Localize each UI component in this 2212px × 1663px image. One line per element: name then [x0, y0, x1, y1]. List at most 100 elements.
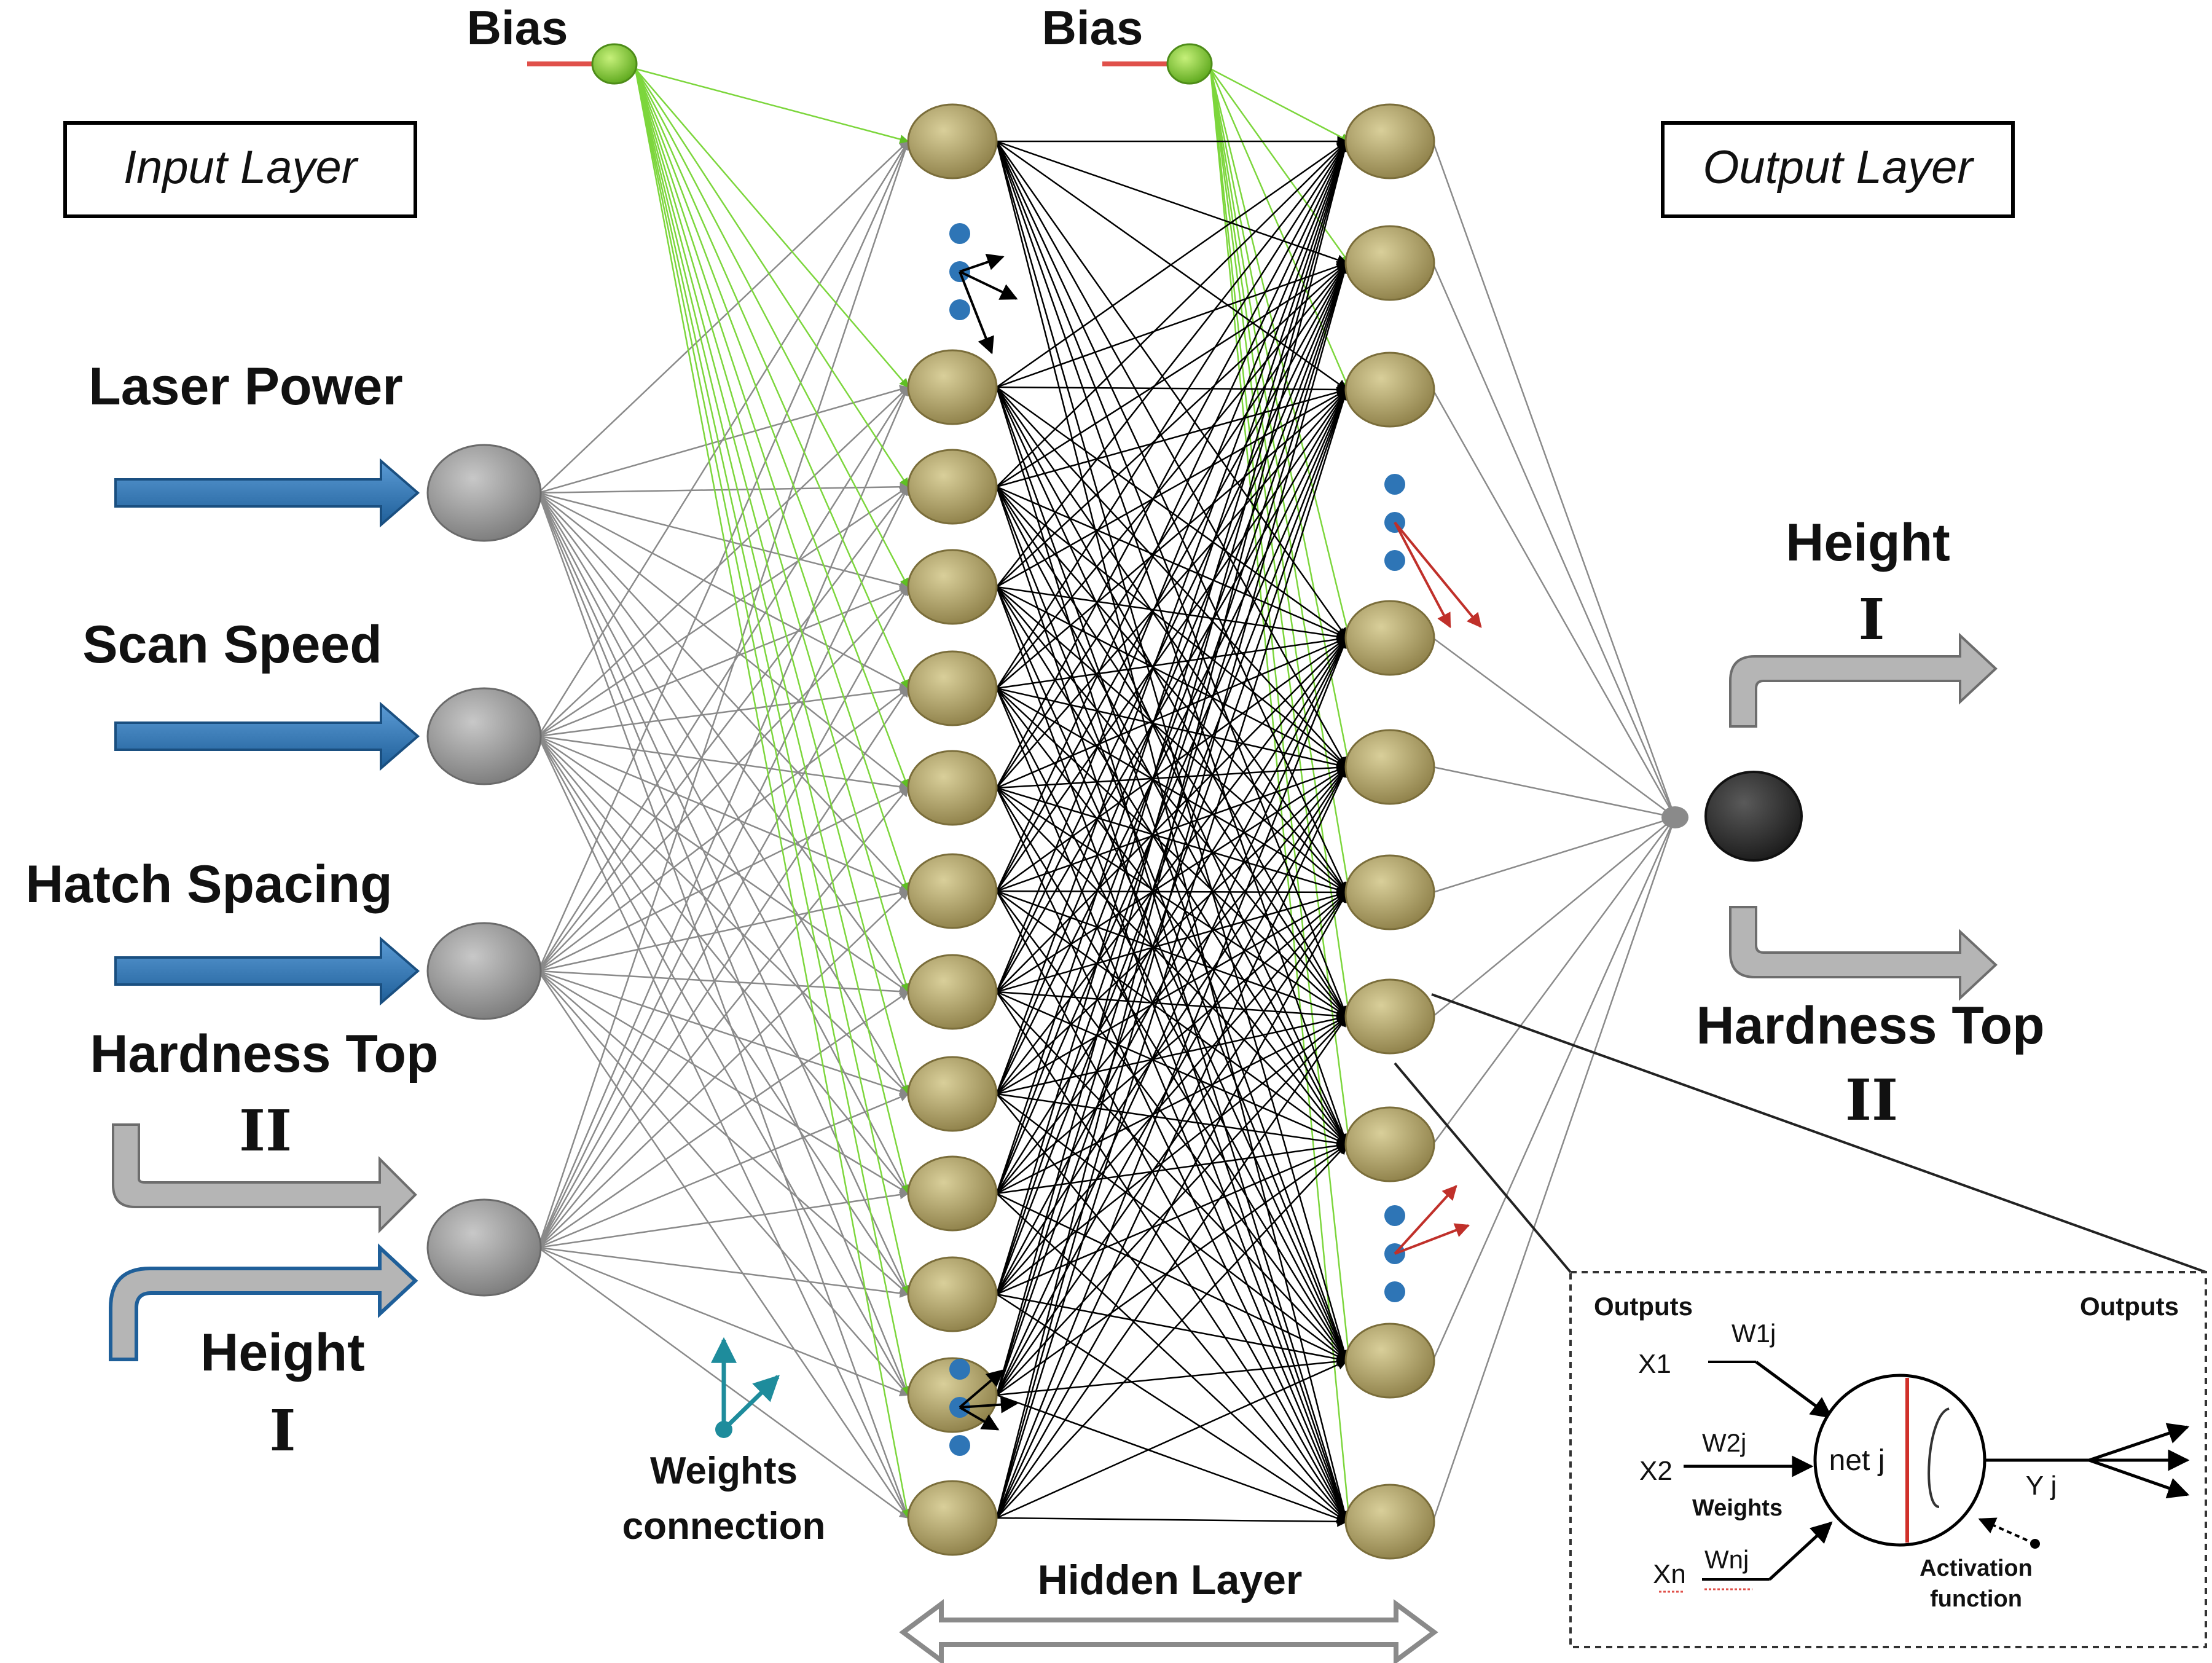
ellipsis-arrow	[1394, 1185, 1457, 1255]
hidden-node	[907, 1056, 998, 1132]
dense-link	[996, 1293, 1348, 1364]
bias-link	[634, 68, 909, 588]
dense-link	[996, 140, 1348, 588]
dense-link	[996, 586, 1348, 642]
dense-link	[996, 1093, 1348, 1523]
hidden-to-hidden-connections	[995, 136, 1350, 1527]
dense-link	[995, 766, 1348, 1396]
bias-link	[634, 68, 911, 1396]
hidden-node	[1344, 729, 1435, 805]
bias-link	[635, 68, 909, 388]
dense-link	[996, 1143, 1348, 1519]
dense-link	[995, 486, 1349, 1362]
weight-link	[537, 736, 909, 1396]
hidden-node	[907, 1155, 998, 1232]
weights-label-line1: Weights	[650, 1450, 798, 1492]
dense-link	[995, 141, 1349, 1018]
weight-link	[538, 1246, 909, 1298]
ellipsis-dot	[1384, 1205, 1405, 1226]
weight-link	[538, 1190, 909, 1249]
neuron-input-x2: X2	[1639, 1456, 1673, 1486]
hidden-node	[907, 103, 998, 179]
dense-link	[996, 1192, 1348, 1362]
neuron-output-yj: Y j	[2026, 1471, 2057, 1501]
neuron-outputs-left: Outputs	[1594, 1292, 1693, 1321]
bias-link	[1210, 68, 1351, 143]
hidden-node	[1344, 1484, 1435, 1560]
hidden-node	[1344, 600, 1435, 676]
output-label-height-index: I	[1858, 586, 1885, 653]
dense-link	[995, 262, 1348, 993]
weight-link	[537, 492, 910, 1519]
dense-link	[995, 141, 1348, 768]
dense-link	[995, 388, 1348, 993]
weight-link	[538, 1246, 909, 1396]
hidden-node	[907, 449, 998, 525]
dense-link	[996, 991, 1348, 1021]
dense-link	[995, 890, 1348, 1362]
dense-link	[996, 1143, 1348, 1396]
dense-link	[996, 1359, 1348, 1519]
hidden-node	[907, 853, 998, 929]
ellipsis-dot	[1384, 474, 1405, 495]
hidden-node	[1344, 1106, 1435, 1182]
ellipsis-arrow	[1394, 521, 1482, 628]
output-layer-title: Output Layer	[1703, 141, 1974, 194]
hidden-node	[1344, 225, 1435, 301]
weight-link	[538, 492, 909, 788]
dense-link	[996, 1015, 1348, 1295]
weight-link	[538, 888, 909, 972]
dense-link	[995, 1015, 1348, 1519]
neuron-weight-w1j: W1j	[1732, 1319, 1776, 1348]
input-node	[426, 687, 542, 785]
dense-link	[995, 140, 1348, 892]
weight-link	[537, 486, 909, 1248]
weight-link	[538, 735, 909, 993]
dense-link	[996, 787, 1348, 1018]
input-arrow-hatch-spacing	[114, 936, 420, 1006]
ellipsis-dot	[1384, 550, 1405, 571]
hidden-node	[907, 1480, 998, 1556]
bias-link	[635, 68, 909, 144]
bias-node-right	[1166, 43, 1213, 85]
input-arrow-laser-power	[114, 458, 420, 528]
dense-link	[996, 140, 1348, 487]
input-label-height-index: I	[269, 1398, 296, 1464]
dense-link	[996, 388, 1348, 689]
neuron-net-label: net j	[1829, 1444, 1885, 1477]
dense-link	[996, 387, 1348, 488]
input-label-laser-power: Laser Power	[88, 357, 402, 416]
dense-link	[996, 388, 1348, 588]
weight-link	[538, 736, 909, 1095]
dense-link	[996, 991, 1348, 1362]
weight-link	[538, 482, 909, 494]
dense-link	[995, 891, 1348, 1519]
bias-label-right: Bias	[1042, 1, 1143, 55]
dense-link	[995, 140, 1349, 1095]
bias-link	[1209, 68, 1352, 639]
ellipsis-arrow	[959, 253, 1005, 273]
input-label-hardness-top: Hardness Top	[90, 1024, 438, 1083]
dense-link	[996, 1140, 1348, 1195]
weight-link	[538, 890, 909, 1248]
dense-link	[995, 140, 1349, 1194]
ellipsis-dot	[949, 1435, 970, 1456]
dense-link	[995, 262, 1349, 1194]
weight-link	[538, 386, 909, 737]
hidden-node	[907, 549, 998, 625]
weight-link	[538, 787, 909, 1248]
dense-link	[996, 637, 1348, 789]
neuron-detail-box: Outputs Outputs X1 X2 Xn W1j W2j Wnj Wei…	[1569, 1271, 2207, 1648]
dense-link	[995, 766, 1348, 1519]
hidden-to-output-connections	[1432, 141, 1676, 1522]
weight-link	[537, 492, 909, 1095]
dense-link	[996, 1394, 1348, 1523]
dense-link	[995, 140, 1348, 689]
weight-link	[538, 970, 909, 1295]
output-link	[1432, 817, 1676, 1017]
hidden-node	[907, 1357, 998, 1433]
weight-link	[537, 140, 910, 1248]
dense-link	[995, 262, 1350, 1519]
output-link	[1432, 389, 1676, 818]
weight-link	[538, 970, 909, 1096]
